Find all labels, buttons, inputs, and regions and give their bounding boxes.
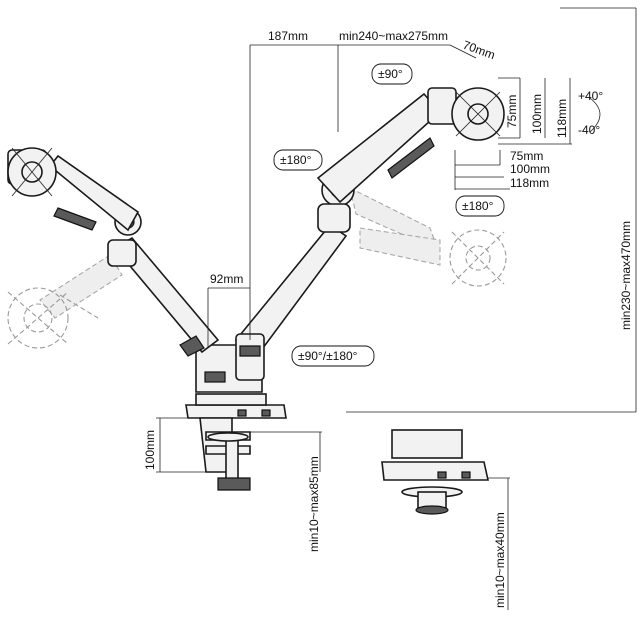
main-base-assembly: [185, 344, 287, 491]
badge-base-rotation: ±90°/±180°: [291, 345, 375, 367]
svg-text:±90°/±180°: ±90°/±180°: [298, 349, 358, 363]
label-vesa-100-horizontal: 100mm: [510, 162, 550, 176]
label-vesa-75-horizontal: 75mm: [510, 149, 543, 163]
ghost-left-lowered-arm: [7, 254, 123, 349]
label-arm-extension: min240~max275mm: [339, 29, 448, 43]
label-clamp-range: min10~max85mm: [307, 456, 321, 552]
label-vesa-100-vertical: 100mm: [530, 94, 544, 134]
label-vesa-118-vertical: 118mm: [555, 99, 569, 138]
grommet-base-assembly: [381, 429, 489, 515]
label-base-offset: 92mm: [210, 272, 243, 286]
svg-text:±90°: ±90°: [378, 67, 403, 81]
badge-swivel-right: ±180°: [455, 195, 505, 217]
left-arm: [7, 147, 220, 357]
label-tilt-down: -40°: [578, 123, 600, 137]
label-vesa-75-vertical: 75mm: [505, 95, 519, 128]
label-vesa-118-horizontal: 118mm: [510, 176, 549, 190]
right-arm: [234, 87, 505, 381]
label-tilt-offset: 70mm: [461, 38, 497, 63]
dimension-lines: [156, 7, 637, 610]
svg-text:±180°: ±180°: [280, 153, 312, 167]
badge-swivel-left: ±180°: [273, 149, 323, 171]
badge-pivot-rotation: ±90°: [371, 63, 413, 85]
svg-text:±180°: ±180°: [462, 199, 494, 213]
ghost-right-rotated-monitor-plate: [349, 186, 507, 287]
label-clamp-height: 100mm: [143, 430, 157, 470]
label-tilt-up: +40°: [578, 89, 603, 103]
label-grommet-range: min10~max40mm: [493, 512, 507, 608]
dimension-labels: 187mm min240~max275mm 70mm ±90° +40° -40…: [143, 29, 633, 608]
label-height-range: min230~max470mm: [619, 221, 633, 330]
label-arm-length: 187mm: [268, 29, 308, 43]
